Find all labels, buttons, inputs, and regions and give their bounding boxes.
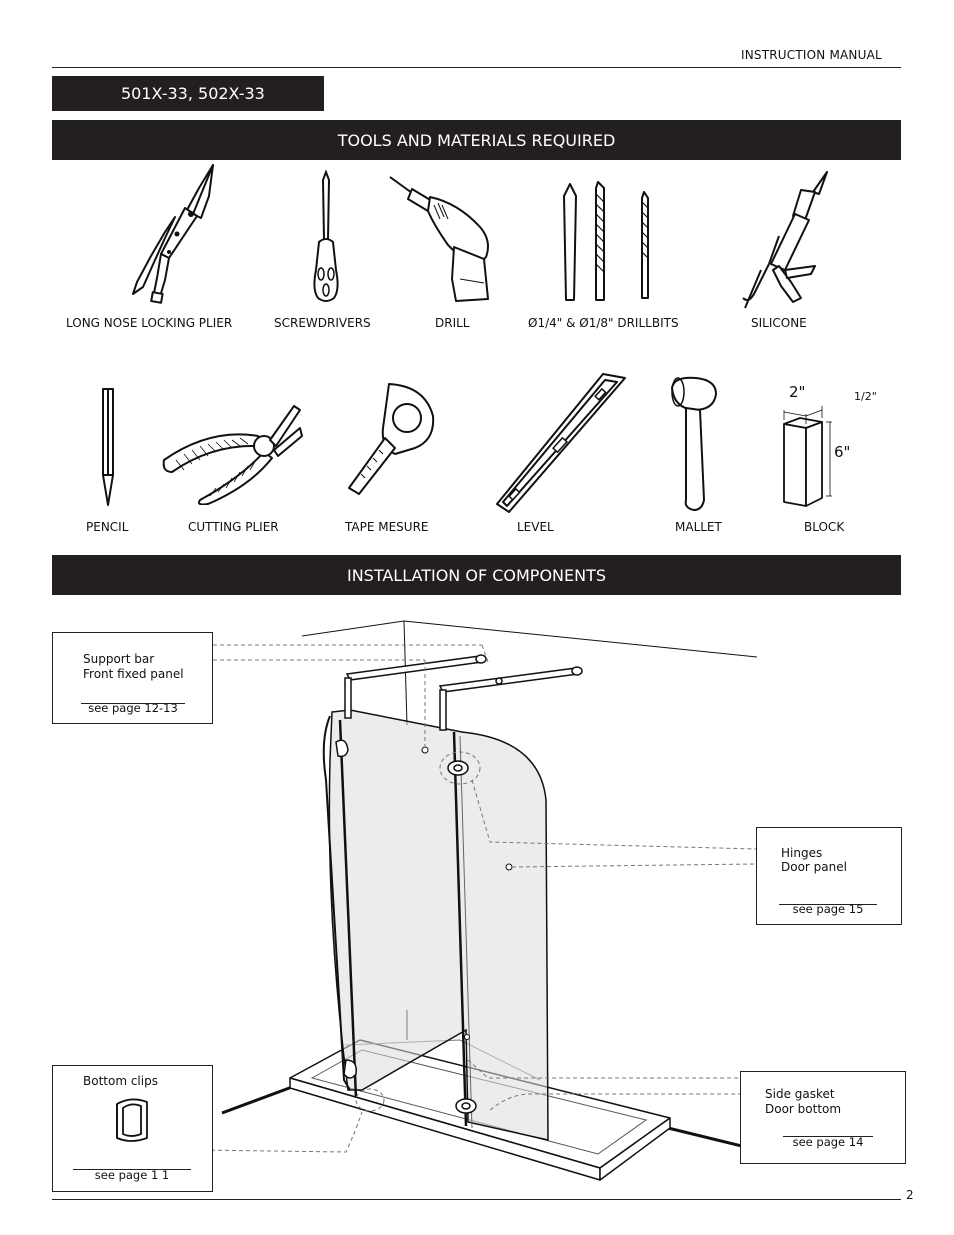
tape-measure-icon — [348, 383, 435, 495]
callout-item-bottom-clips: Bottom clips — [61, 1073, 158, 1088]
level-icon — [496, 373, 626, 513]
tool-label-drillbits: Ø1/4" & Ø1/8" DRILLBITS — [528, 316, 679, 330]
callout-item-door-bottom: Door bottom — [743, 1101, 841, 1116]
page-reference: see page 12-13 — [88, 701, 178, 715]
ref-underline — [783, 1136, 873, 1137]
callout-item-label: Door bottom — [765, 1101, 842, 1116]
callout-item-label: Side gasket — [765, 1086, 835, 1101]
callout-item-label: Door panel — [781, 859, 847, 874]
callout-side-gasket: Side gasket Door bottom see page 14 — [740, 1071, 906, 1164]
mallet-icon — [671, 376, 717, 511]
locking-plier-icon — [132, 164, 214, 304]
ref-underline — [81, 703, 185, 704]
tool-label-silicone: SILICONE — [751, 316, 807, 330]
ref-underline — [73, 1169, 191, 1170]
callout-item-front-fixed-panel: Front fixed panel — [61, 666, 184, 681]
callout-support-bar: Support bar Front fixed panel see page 1… — [52, 632, 213, 724]
callout-item-hinges: Hinges — [759, 845, 822, 860]
install-section-header: INSTALLATION OF COMPONENTS — [52, 555, 901, 595]
callout-item-label: Bottom clips — [83, 1073, 158, 1088]
page-reference: see page 1 1 — [94, 1168, 170, 1182]
manual-title: INSTRUCTION MANUAL — [741, 48, 882, 62]
screwdriver-icon — [313, 170, 339, 302]
tool-label-drill: DRILL — [435, 316, 470, 330]
tools-section-title: TOOLS AND MATERIALS REQUIRED — [337, 130, 616, 150]
block-icon — [783, 406, 832, 507]
header-rule — [52, 67, 901, 68]
page-reference: see page 15 — [792, 902, 864, 916]
tool-label-pencil: PENCIL — [86, 520, 129, 534]
cutting-plier-icon — [162, 405, 303, 505]
callout-item-support-bar: Support bar — [61, 651, 154, 666]
callout-item-side-gasket: Side gasket — [743, 1086, 835, 1101]
install-section-title: INSTALLATION OF COMPONENTS — [346, 565, 607, 585]
callout-item-label: Front fixed panel — [83, 666, 184, 681]
drillbits-icon — [563, 181, 649, 301]
tool-label-level: LEVEL — [517, 520, 554, 534]
callout-item-door-panel: Door panel — [759, 859, 847, 874]
page-reference: see page 14 — [792, 1135, 864, 1149]
block-width-dim: 2" — [789, 383, 806, 401]
shower-assembly-diagram — [196, 620, 759, 1181]
pencil-icon — [102, 388, 114, 506]
model-number-bar: 501X-33, 502X-33 — [52, 76, 324, 111]
block-depth-dim: 1/2" — [854, 390, 877, 403]
callout-item-label: Hinges — [781, 845, 823, 860]
bottom-clip-icon — [116, 1098, 148, 1142]
callout-hinges: Hinges Door panel see page 15 — [756, 827, 902, 925]
ref-underline — [779, 904, 877, 905]
footer-rule — [52, 1199, 901, 1200]
tool-label-screwdrivers: SCREWDRIVERS — [274, 316, 371, 330]
caulk-gun-icon — [742, 171, 828, 309]
tool-label-block: BLOCK — [804, 520, 845, 534]
model-number: 501X-33, 502X-33 — [121, 84, 265, 103]
drill-icon — [389, 176, 489, 302]
tool-label-mallet: MALLET — [675, 520, 722, 534]
callout-bottom-clips: Bottom clips see page 1 1 — [52, 1065, 213, 1192]
callout-item-label: Support bar — [83, 651, 155, 666]
page-number: 2 — [906, 1188, 914, 1202]
tool-label-cutting-plier: CUTTING PLIER — [188, 520, 279, 534]
tool-label-locking-plier: LONG NOSE LOCKING PLIER — [66, 316, 233, 330]
tools-section-header: TOOLS AND MATERIALS REQUIRED — [52, 120, 901, 160]
block-height-dim: 6" — [834, 443, 851, 461]
tool-label-tape-measure: TAPE MESURE — [345, 520, 429, 534]
